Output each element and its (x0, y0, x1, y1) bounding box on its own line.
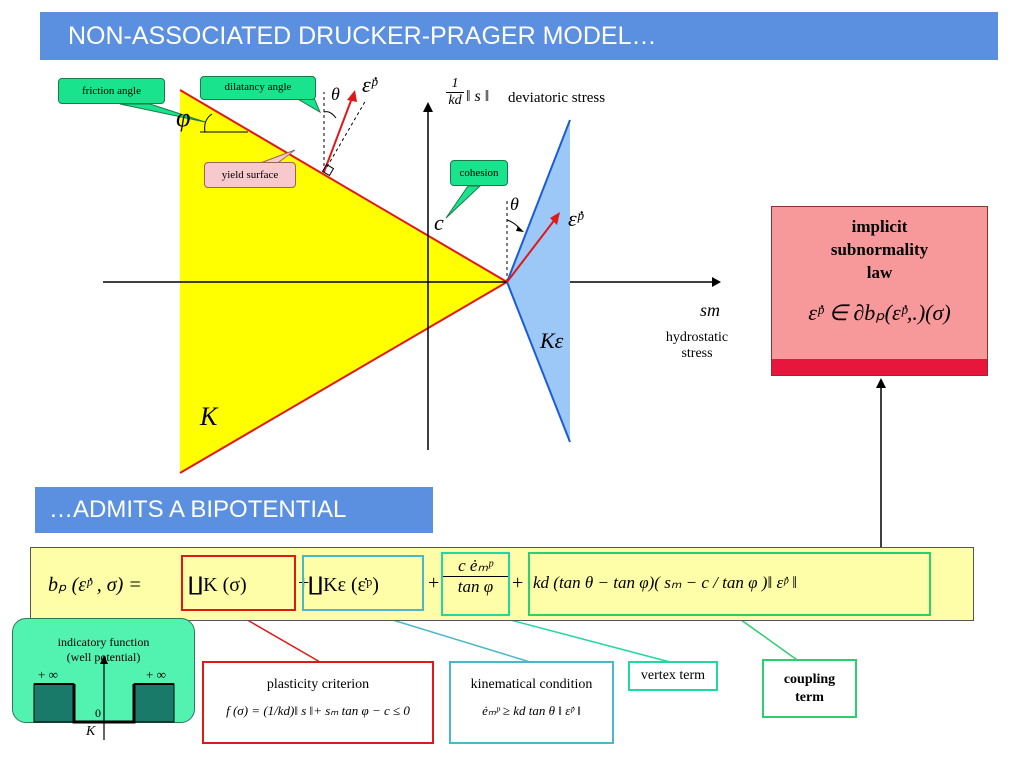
dilatancy-angle-callout: dilatancy angle (200, 76, 316, 100)
implicit-line1: implicit (851, 217, 908, 236)
vertex-strain-arrowhead (550, 212, 560, 225)
indicatory-line1: indicatory function (57, 635, 150, 649)
kinematical-condition-formula: ėₘᵖ ≥ kd tan θ ‖ ε̇ᵖ ‖ (482, 703, 581, 718)
phi-symbol: φ (176, 103, 191, 132)
subtitle-banner: …ADMITS A BIPOTENTIAL (35, 487, 433, 533)
implicit-law-box: implicit subnormality law ε̇ᵖ ∈ ∂bₚ(ε̇ᵖ,… (771, 206, 988, 376)
cohesion-label: cohesion (459, 167, 499, 179)
formula-term1: ∐K (σ) (188, 574, 247, 596)
vertex-strain-arrow (506, 217, 557, 283)
hydrostatic-line: hydrostatic (665, 330, 729, 345)
plus-inf-right: + ∞ (146, 667, 166, 682)
cone-line-top (506, 119, 571, 283)
vertex-term-box: vertex term (628, 661, 718, 691)
cone-line-bottom (506, 281, 571, 443)
stress-line: stress (681, 346, 713, 361)
c-symbol: c (434, 210, 444, 235)
vertex-theta-arrowhead (516, 226, 524, 232)
yield-surface-label: yield surface (221, 169, 279, 181)
arrow-to-law-head (876, 378, 886, 388)
kinematical-condition-box: kinematical condition ėₘᵖ ≥ kd tan θ ‖ ε… (449, 661, 614, 744)
formula-plus3: + (512, 572, 524, 594)
yield-line-top (179, 89, 508, 283)
formula-term4: kd (tan θ − tan φ)( sₘ − c / tan φ )‖ ε̇… (533, 573, 797, 592)
fraction-denominator: kd (448, 93, 462, 108)
implicit-line2: subnormality (830, 240, 929, 259)
strain-rate-vertex: ε̇ᵖ (568, 206, 583, 231)
theta-symbol-top: θ (331, 84, 340, 104)
term3-denominator: tan φ (457, 577, 494, 596)
strain-rate-top: ε̇ᵖ (362, 72, 377, 97)
coupling-term-box: coupling term (762, 659, 857, 718)
subtitle: …ADMITS A BIPOTENTIAL (49, 496, 347, 523)
plus-inf-left: + ∞ (38, 667, 58, 682)
term3-numerator: c ėₘᵖ (443, 556, 508, 577)
implicit-law-formula: ε̇ᵖ ∈ ∂bₚ(ε̇ᵖ,.)(σ) (808, 300, 951, 325)
implicit-line3: law (866, 263, 893, 282)
s-norm: ‖ s ‖ (466, 88, 490, 105)
coupling-line2: term (795, 690, 824, 705)
friction-angle-callout: friction angle (58, 78, 165, 104)
K-symbol: K (200, 402, 218, 431)
implicit-law-title: implicit subnormality law (772, 215, 987, 284)
deviatoric-label: deviatoric stress (508, 90, 606, 106)
formula-term3: c ėₘᵖ tan φ (443, 556, 508, 597)
indicatory-zero: 0 (95, 706, 101, 720)
cohesion-pointer (445, 185, 482, 219)
page-title: NON-ASSOCIATED DRUCKER-PRAGER MODEL… (68, 22, 657, 50)
plasticity-criterion-label: plasticity criterion (266, 677, 370, 692)
friction-pointer (119, 103, 206, 123)
indicatory-line2: (well potential) (66, 650, 141, 664)
dilatancy-pointer (294, 97, 322, 114)
formula-lhs: bₚ (ε̇ᵖ , σ) = (48, 574, 142, 596)
horizontal-axis-arrow (712, 277, 721, 287)
fraction-one-kd: 1 kd (446, 76, 464, 109)
vertex-term-label: vertex term (640, 668, 706, 683)
surface-strain-arrowhead (347, 90, 357, 102)
term4-box (528, 552, 931, 616)
surface-strain-arrow (323, 97, 353, 173)
dilatancy-angle-label: dilatancy angle (224, 81, 292, 93)
bipotential-formula (30, 547, 974, 621)
surface-theta-arc (323, 111, 337, 119)
plasticity-criterion-formula: f (σ) = (1/kd)‖ s ‖+ sₘ tan φ − c ≤ 0 (226, 703, 410, 718)
term2-box (302, 555, 424, 611)
K-eps-symbol: Kε (540, 328, 564, 353)
phi-arc (204, 113, 213, 133)
surface-dashed-normal (323, 99, 367, 173)
term3-box (441, 552, 510, 616)
implicit-law-strip (772, 359, 987, 375)
plasticity-criterion-box: plasticity criterion f (σ) = (1/kd)‖ s ‖… (202, 661, 434, 744)
theta-symbol-vertex: θ (510, 194, 519, 214)
formula-plus2: + (428, 572, 440, 594)
sm-label: sm (700, 300, 721, 320)
cohesion-callout: cohesion (450, 160, 508, 186)
kinematic-cone (507, 120, 570, 442)
indicatory-K: K (86, 724, 96, 739)
hydrostatic-label: hydrostatic stress (662, 330, 732, 362)
yield-surface-callout: yield surface (204, 162, 296, 188)
friction-angle-label: friction angle (82, 85, 141, 97)
kinematical-condition-label: kinematical condition (470, 677, 593, 692)
coupling-line1: coupling (783, 672, 836, 687)
right-angle-marker (321, 163, 335, 177)
vertical-axis-arrow (423, 102, 433, 112)
term1-box (181, 555, 296, 611)
formula-term2: ∐Kε (ε̇ᵖ) (308, 574, 379, 596)
yield-line-bottom (179, 281, 508, 474)
title-banner: NON-ASSOCIATED DRUCKER-PRAGER MODEL… (40, 12, 998, 60)
fraction-numerator: 1 (446, 76, 464, 93)
